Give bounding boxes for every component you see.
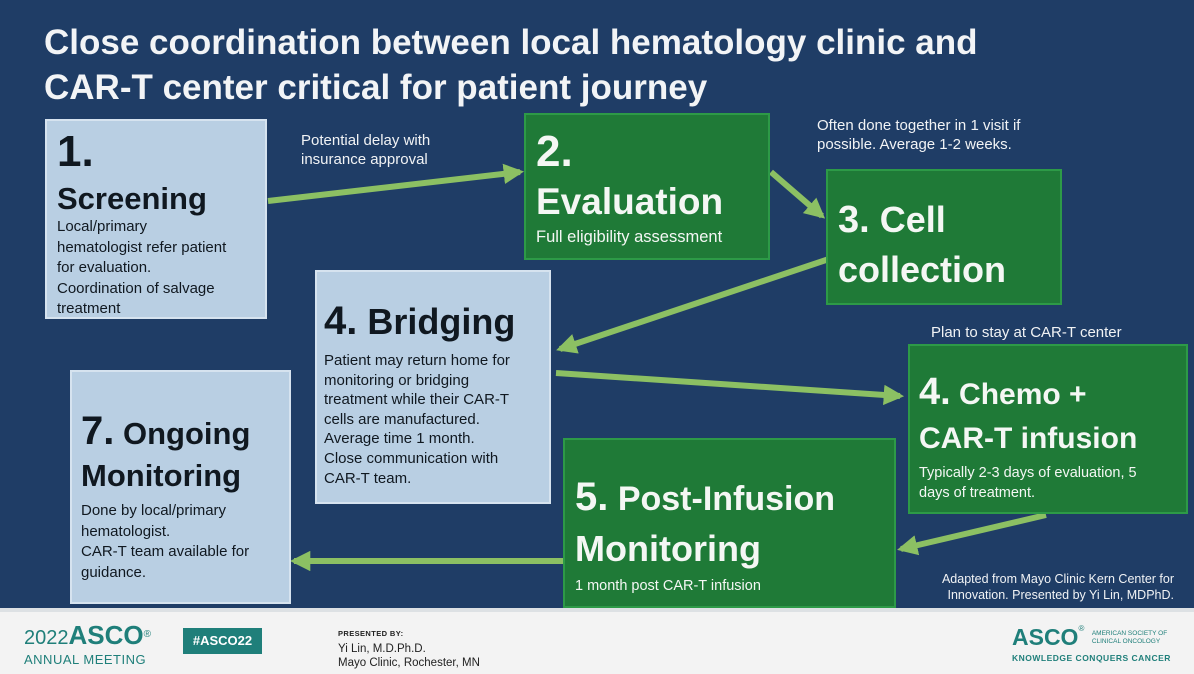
- presenter-info: PRESENTED BY: Yi Lin, M.D.Ph.D. Mayo Cli…: [338, 629, 480, 670]
- ongoing-desc-line-1: Done by local/primary: [81, 502, 227, 519]
- bridging-desc-line-6: Close communication with: [324, 449, 499, 467]
- credit-note-line-2: Innovation. Presented by Yi Lin, MDPhD.: [947, 588, 1174, 602]
- hashtag-badge: #ASCO22: [183, 628, 262, 654]
- step-cell-title: 3. Cell collection: [838, 195, 1052, 295]
- together-note-line-1: Often done together in 1 visit if: [817, 117, 1021, 134]
- slide: Close coordination between local hematol…: [44, 20, 1188, 608]
- step-evaluation-description: Full eligibility assessment: [536, 228, 723, 246]
- insurance-note-line-2: insurance approval: [301, 151, 428, 168]
- step-bridging-description: Patient may return home for monitoring o…: [324, 351, 541, 488]
- insurance-note: Potential delay with insurance approval: [301, 131, 430, 169]
- asco-annual-meeting-logo: 2022ASCO® ANNUAL MEETING: [24, 622, 151, 667]
- step-screening: 1. Screening Local/primary hematologist …: [45, 119, 267, 319]
- footer-annual-meeting: ANNUAL MEETING: [24, 652, 147, 667]
- step-cell-collection: 3. Cell collection: [826, 169, 1062, 305]
- presenter-name: Yi Lin, M.D.Ph.D.: [338, 643, 426, 655]
- step-post-description: 1 month post CAR-T infusion: [575, 578, 761, 594]
- title-line-1: Close coordination between local hematol…: [44, 23, 978, 62]
- screening-desc-line-4: Coordination of salvage: [57, 279, 215, 297]
- bridging-desc-line-1: Patient may return home for: [324, 352, 510, 369]
- step-post-infusion: 5. Post-Infusion Monitoring 1 month post…: [563, 438, 896, 608]
- step-post-title-line-1: Post-Infusion: [617, 480, 836, 518]
- bridging-desc-line-2: monitoring or bridging: [324, 371, 470, 389]
- insurance-note-line-1: Potential delay with: [301, 132, 431, 149]
- bridging-desc-line-5: Average time 1 month.: [324, 430, 475, 448]
- step-ongoing-description: Done by local/primary hematologist. CAR-…: [81, 501, 283, 583]
- flow-arrows: [267, 163, 1047, 572]
- bridging-desc-line-4: cells are manufactured.: [324, 410, 480, 428]
- screening-desc-line-2: hematologist refer patient: [57, 238, 227, 256]
- step-chemo-title: 4. Chemo + CAR-T infusion: [919, 370, 1180, 461]
- footer-bar: 2022ASCO® ANNUAL MEETING #ASCO22 PRESENT…: [0, 608, 1194, 674]
- screening-desc-line-3: for evaluation.: [57, 259, 152, 276]
- stay-note: Plan to stay at CAR-T center: [931, 324, 1122, 341]
- step-screening-number: 1.: [57, 127, 94, 176]
- step-bridging: 4. Bridging Patient may return home for …: [315, 270, 551, 504]
- arrow-cell-to-bridging: [556, 255, 833, 354]
- ongoing-desc-line-3: CAR-T team available for: [81, 543, 250, 560]
- step-bridging-number: 4.: [324, 299, 358, 343]
- step-cell-title-line-1: Cell: [879, 199, 946, 240]
- step-post-number: 5.: [575, 475, 609, 519]
- credit-note-line-1: Adapted from Mayo Clinic Kern Center for: [941, 572, 1174, 586]
- arrow-bridging-to-chemo: [555, 370, 905, 406]
- society-name-line-1: AMERICAN SOCIETY OF: [1091, 629, 1168, 637]
- screening-desc-line-5: treatment: [57, 300, 121, 317]
- step-screening-description: Local/primary hematologist refer patient…: [57, 217, 257, 317]
- presented-by-label: PRESENTED BY:: [338, 629, 404, 638]
- title-line-2: CAR-T center critical for patient journe…: [44, 68, 708, 107]
- step-evaluation-title: Evaluation: [536, 181, 724, 222]
- step-evaluation-number: 2.: [536, 127, 573, 176]
- step-screening-title: Screening: [57, 181, 207, 216]
- together-note-line-2: possible. Average 1-2 weeks.: [817, 136, 1012, 153]
- step-post-title: 5. Post-Infusion Monitoring: [575, 472, 886, 575]
- step-ongoing-title-line-1: Ongoing: [122, 416, 251, 451]
- registered-icon: ®: [143, 629, 151, 640]
- step-bridging-title: 4. Bridging: [324, 298, 541, 345]
- credit-note: Adapted from Mayo Clinic Kern Center for…: [900, 571, 1174, 603]
- step-chemo-title-line-2: CAR-T infusion: [919, 422, 1138, 455]
- step-evaluation: 2. Evaluation Full eligibility assessmen…: [524, 113, 770, 260]
- society-name: AMERICAN SOCIETY OF CLINICAL ONCOLOGY: [1092, 630, 1167, 646]
- asco-society-logo: ASCO® AMERICAN SOCIETY OF CLINICAL ONCOL…: [1012, 624, 1171, 663]
- chemo-desc-line-1: Typically 2-3 days of evaluation, 5: [919, 465, 1137, 481]
- step-ongoing-title-line-2: Monitoring: [81, 458, 242, 493]
- footer-asco: ASCO: [68, 620, 144, 650]
- step-ongoing-monitoring: 7. Ongoing Monitoring Done by local/prim…: [70, 370, 291, 604]
- arrow-evaluation-to-cell: [769, 169, 826, 219]
- step-ongoing-title: 7. Ongoing Monitoring: [81, 410, 283, 497]
- step-chemo-infusion: 4. Chemo + CAR-T infusion Typically 2-3 …: [908, 344, 1188, 514]
- slide-title: Close coordination between local hematol…: [44, 20, 1154, 110]
- presenter-affiliation: Mayo Clinic, Rochester, MN: [338, 657, 480, 669]
- step-chemo-title-line-1: Chemo +: [959, 378, 1087, 411]
- chemo-desc-line-2: days of treatment.: [919, 485, 1036, 501]
- bridging-desc-line-7: CAR-T team.: [324, 469, 412, 487]
- ongoing-desc-line-2: hematologist.: [81, 522, 171, 540]
- step-chemo-number: 4.: [919, 371, 951, 413]
- step-post-title-line-2: Monitoring: [575, 528, 761, 569]
- step-ongoing-number: 7.: [81, 409, 115, 453]
- ongoing-desc-line-4: guidance.: [81, 563, 147, 581]
- step-chemo-description: Typically 2-3 days of evaluation, 5 days…: [919, 463, 1180, 503]
- step-bridging-title-text: Bridging: [367, 301, 516, 342]
- arrow-screening-to-evaluation: [267, 163, 525, 204]
- step-cell-number: 3.: [838, 199, 870, 241]
- arrow-chemo-to-post: [897, 512, 1047, 556]
- society-logo-wordmark: ASCO: [1012, 624, 1079, 650]
- registered-icon: ®: [1078, 624, 1085, 633]
- together-note: Often done together in 1 visit if possib…: [817, 116, 1020, 154]
- step-cell-title-line-2: collection: [838, 249, 1007, 290]
- society-name-line-2: CLINICAL ONCOLOGY: [1091, 637, 1161, 645]
- screening-desc-line-1: Local/primary: [57, 218, 148, 235]
- footer-year: 2022: [24, 627, 69, 649]
- society-tagline: KNOWLEDGE CONQUERS CANCER: [1012, 653, 1171, 663]
- bridging-desc-line-3: treatment while their CAR-T: [324, 391, 510, 409]
